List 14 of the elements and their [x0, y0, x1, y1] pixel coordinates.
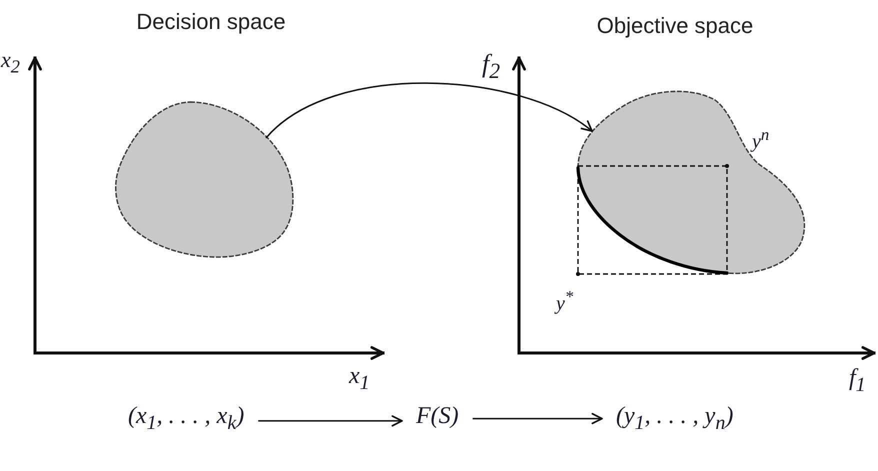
axis-label: x$_{1}$ — [349, 364, 370, 394]
panel-title: Decision space — [136, 10, 286, 34]
math-expression: (x$_{1}$, . . . , x$_{k}$) — [128, 404, 244, 434]
point-label: y$^{n}$ — [752, 126, 770, 153]
panel-title: Objective space — [596, 14, 754, 38]
curved-arrow — [265, 82, 593, 139]
arrow — [472, 412, 603, 424]
axis-label: x$_{2}$ — [1, 48, 20, 77]
arrow — [258, 415, 403, 427]
point-label: y$^{*}$ — [556, 288, 574, 315]
axis-label: f$_{2}$ — [482, 50, 500, 83]
axis-label: f$_{1}$ — [849, 366, 866, 396]
math-expression: F(S) — [416, 404, 459, 430]
math-expression: (y$_{1}$, . . . , y$_{n}$) — [616, 404, 734, 434]
